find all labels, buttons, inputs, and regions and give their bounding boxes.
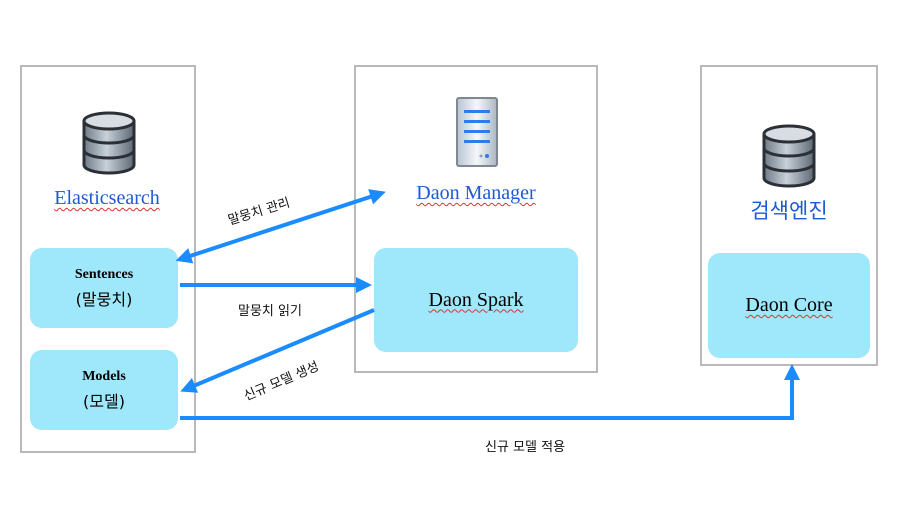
daon-spark-label: Daon Spark [428, 288, 524, 311]
server-icon [456, 97, 498, 167]
daon-core-label: Daon Core [745, 294, 833, 316]
sentences-label: Sentences [74, 266, 134, 282]
daon-manager-title-text: Daon Manager [416, 182, 536, 204]
corpus-read-label: 말뭉치 읽기 [238, 304, 302, 319]
daon-manager-title: Daon Manager [364, 182, 588, 205]
daon-spark-box: Daon Spark [374, 248, 578, 352]
new-model-apply-arrow [180, 364, 800, 420]
models-label: Models [82, 368, 126, 384]
sentences-sublabel: (말뭉치) [75, 289, 133, 309]
corpus-manage-arrow [175, 189, 386, 264]
sentences-box: Sentences (말뭉치) [30, 248, 178, 328]
database-icon [762, 124, 816, 188]
database-icon [82, 111, 136, 175]
daon-core-box: Daon Core [708, 253, 870, 358]
models-sublabel: (모델) [83, 391, 125, 411]
models-box: Models (모델) [30, 350, 178, 430]
elasticsearch-title: Elasticsearch [54, 187, 160, 209]
new-model-apply-label: 신규 모델 적용 [485, 440, 566, 455]
new-model-create-arrow [180, 308, 375, 393]
search-engine-title: 검색엔진 [750, 199, 828, 223]
